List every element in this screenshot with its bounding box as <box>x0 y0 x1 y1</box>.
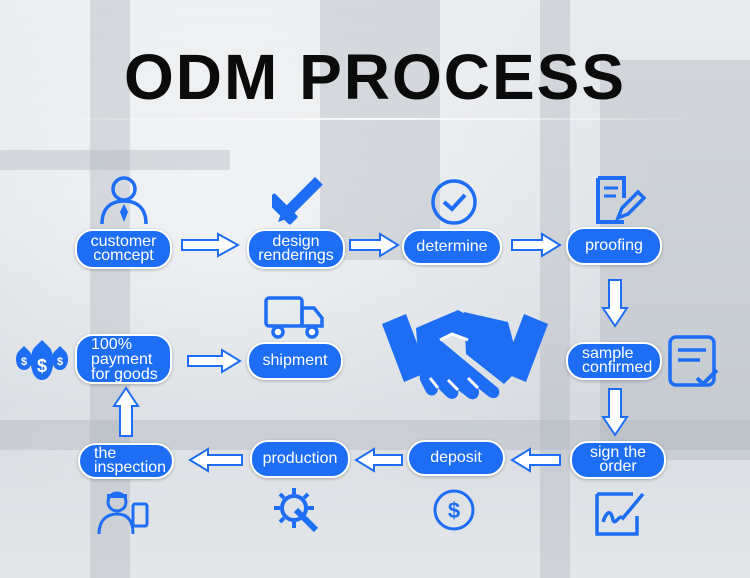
step-design-renderings: design renderings <box>247 229 345 269</box>
checklist-icon <box>668 335 719 387</box>
arrow-left <box>510 447 561 473</box>
step-deposit: deposit <box>407 440 505 476</box>
svg-text:$: $ <box>21 356 27 368</box>
svg-text:$: $ <box>448 498 460 523</box>
signature-icon <box>595 492 645 536</box>
page-title: ODM PROCESS <box>123 41 627 113</box>
step-shipment: shipment <box>247 342 343 380</box>
money-bags-icon: $ $ $ <box>16 340 68 380</box>
step-production: production <box>250 440 350 478</box>
arrow-right <box>511 232 562 258</box>
handshake-icon <box>382 310 548 400</box>
arrow-left <box>354 447 403 473</box>
arrow-right <box>187 348 242 374</box>
arrow-up <box>112 386 140 437</box>
step-payment: 100% payment for goods <box>75 334 172 384</box>
user-icon <box>100 176 148 225</box>
svg-text:$: $ <box>37 356 47 376</box>
arrow-left <box>188 447 243 473</box>
truck-icon <box>264 296 324 339</box>
arrow-right <box>349 232 400 258</box>
step-sign-the-order: sign the order <box>570 441 666 479</box>
arrow-down <box>601 279 629 328</box>
check-circle-icon <box>431 179 477 225</box>
pencil-ruler-icon <box>272 176 323 225</box>
document-edit-icon <box>596 176 646 224</box>
step-customer-concept: customer comcept <box>75 229 172 269</box>
step-determine: determine <box>402 229 502 265</box>
step-proofing: proofing <box>566 227 662 265</box>
dollar-coin-icon: $ <box>433 489 475 531</box>
title-underline <box>40 118 710 120</box>
arrow-right <box>181 232 240 258</box>
step-sample-confirmed: sample confirmed <box>566 342 662 380</box>
step-the-inspection: the inspection <box>78 443 174 479</box>
arrow-down <box>601 388 629 437</box>
gear-wrench-icon <box>274 488 319 533</box>
svg-text:$: $ <box>57 356 63 368</box>
inspector-icon <box>97 491 149 535</box>
